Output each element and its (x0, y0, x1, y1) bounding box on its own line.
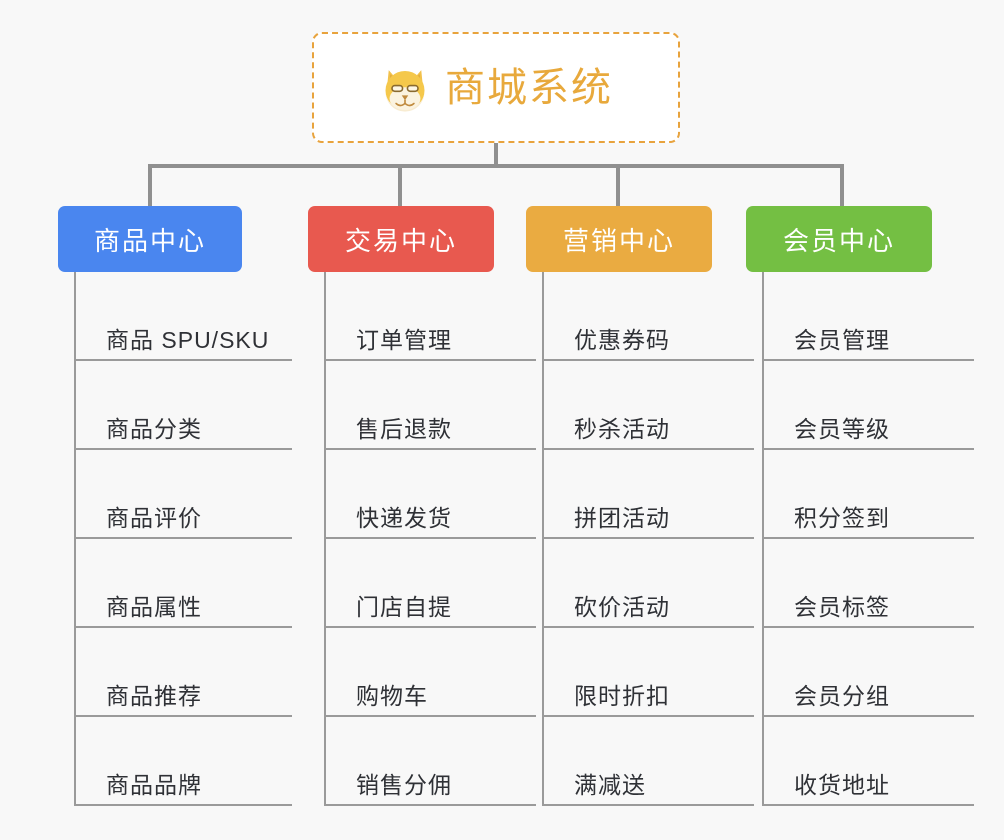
branch-marketing-center: 营销中心 优惠券码 秒杀活动 拼团活动 砍价活动 限时折扣 满减送 (526, 206, 754, 806)
leaf-label: 商品推荐 (106, 682, 202, 709)
list-item[interactable]: 会员等级 (764, 361, 974, 450)
leaf-label: 限时折扣 (574, 682, 670, 709)
list-item[interactable]: 商品 SPU/SKU (76, 272, 292, 361)
leaf-label: 商品品牌 (106, 771, 202, 798)
shiba-dog-emoji (379, 62, 431, 114)
leaf-label: 满减送 (574, 771, 646, 798)
category-header-member[interactable]: 会员中心 (746, 206, 932, 272)
branch-product-center: 商品中心 商品 SPU/SKU 商品分类 商品评价 商品属性 商品推荐 商品品牌 (58, 206, 308, 806)
list-item[interactable]: 快递发货 (326, 450, 536, 539)
list-item[interactable]: 商品评价 (76, 450, 292, 539)
leaf-label: 商品分类 (106, 415, 202, 442)
leaf-label: 订单管理 (356, 326, 452, 353)
leaf-label: 购物车 (356, 682, 428, 709)
leaf-label: 门店自提 (356, 593, 452, 620)
list-item[interactable]: 商品品牌 (76, 717, 292, 806)
leaf-label: 会员管理 (794, 326, 890, 353)
root-title: 商城系统 (445, 65, 613, 110)
leaf-label: 优惠券码 (574, 326, 670, 353)
leaf-label: 快递发货 (356, 504, 452, 531)
list-item[interactable]: 优惠券码 (544, 272, 754, 361)
leaf-label: 商品 SPU/SKU (106, 326, 270, 353)
connector-stem (494, 143, 498, 167)
leaf-label: 收货地址 (794, 771, 890, 798)
leaf-label: 积分签到 (794, 504, 890, 531)
leaf-label: 商品属性 (106, 593, 202, 620)
list-item[interactable]: 商品推荐 (76, 628, 292, 717)
leaf-label: 秒杀活动 (574, 415, 670, 442)
list-item[interactable]: 限时折扣 (544, 628, 754, 717)
leaf-label: 会员标签 (794, 593, 890, 620)
list-item[interactable]: 秒杀活动 (544, 361, 754, 450)
leaf-label: 销售分佣 (356, 771, 452, 798)
leaf-list-trade: 订单管理 售后退款 快递发货 门店自提 购物车 销售分佣 (324, 272, 536, 806)
category-header-product[interactable]: 商品中心 (58, 206, 242, 272)
leaf-list-product: 商品 SPU/SKU 商品分类 商品评价 商品属性 商品推荐 商品品牌 (74, 272, 308, 806)
list-item[interactable]: 订单管理 (326, 272, 536, 361)
list-item[interactable]: 会员分组 (764, 628, 974, 717)
connector-bus (148, 164, 844, 168)
leaf-list-marketing: 优惠券码 秒杀活动 拼团活动 砍价活动 限时折扣 满减送 (542, 272, 754, 806)
list-item[interactable]: 商品属性 (76, 539, 292, 628)
list-item[interactable]: 门店自提 (326, 539, 536, 628)
category-header-marketing[interactable]: 营销中心 (526, 206, 712, 272)
branch-member-center: 会员中心 会员管理 会员等级 积分签到 会员标签 会员分组 收货地址 (746, 206, 974, 806)
connector-drop-3 (616, 164, 620, 207)
leaf-label: 拼团活动 (574, 504, 670, 531)
list-item[interactable]: 积分签到 (764, 450, 974, 539)
list-item[interactable]: 拼团活动 (544, 450, 754, 539)
list-item[interactable]: 会员管理 (764, 272, 974, 361)
connector-drop-4 (840, 164, 844, 207)
leaf-list-member: 会员管理 会员等级 积分签到 会员标签 会员分组 收货地址 (762, 272, 974, 806)
list-item[interactable]: 会员标签 (764, 539, 974, 628)
leaf-label: 售后退款 (356, 415, 452, 442)
list-item[interactable]: 销售分佣 (326, 717, 536, 806)
leaf-label: 会员分组 (794, 682, 890, 709)
list-item[interactable]: 满减送 (544, 717, 754, 806)
list-item[interactable]: 购物车 (326, 628, 536, 717)
leaf-label: 砍价活动 (574, 593, 670, 620)
branch-trade-center: 交易中心 订单管理 售后退款 快递发货 门店自提 购物车 销售分佣 (308, 206, 536, 806)
list-item[interactable]: 砍价活动 (544, 539, 754, 628)
category-header-trade[interactable]: 交易中心 (308, 206, 494, 272)
leaf-label: 商品评价 (106, 504, 202, 531)
list-item[interactable]: 商品分类 (76, 361, 292, 450)
connector-drop-1 (148, 164, 152, 207)
root-node[interactable]: 商城系统 (312, 32, 680, 143)
leaf-label: 会员等级 (794, 415, 890, 442)
connector-drop-2 (398, 164, 402, 207)
list-item[interactable]: 收货地址 (764, 717, 974, 806)
list-item[interactable]: 售后退款 (326, 361, 536, 450)
